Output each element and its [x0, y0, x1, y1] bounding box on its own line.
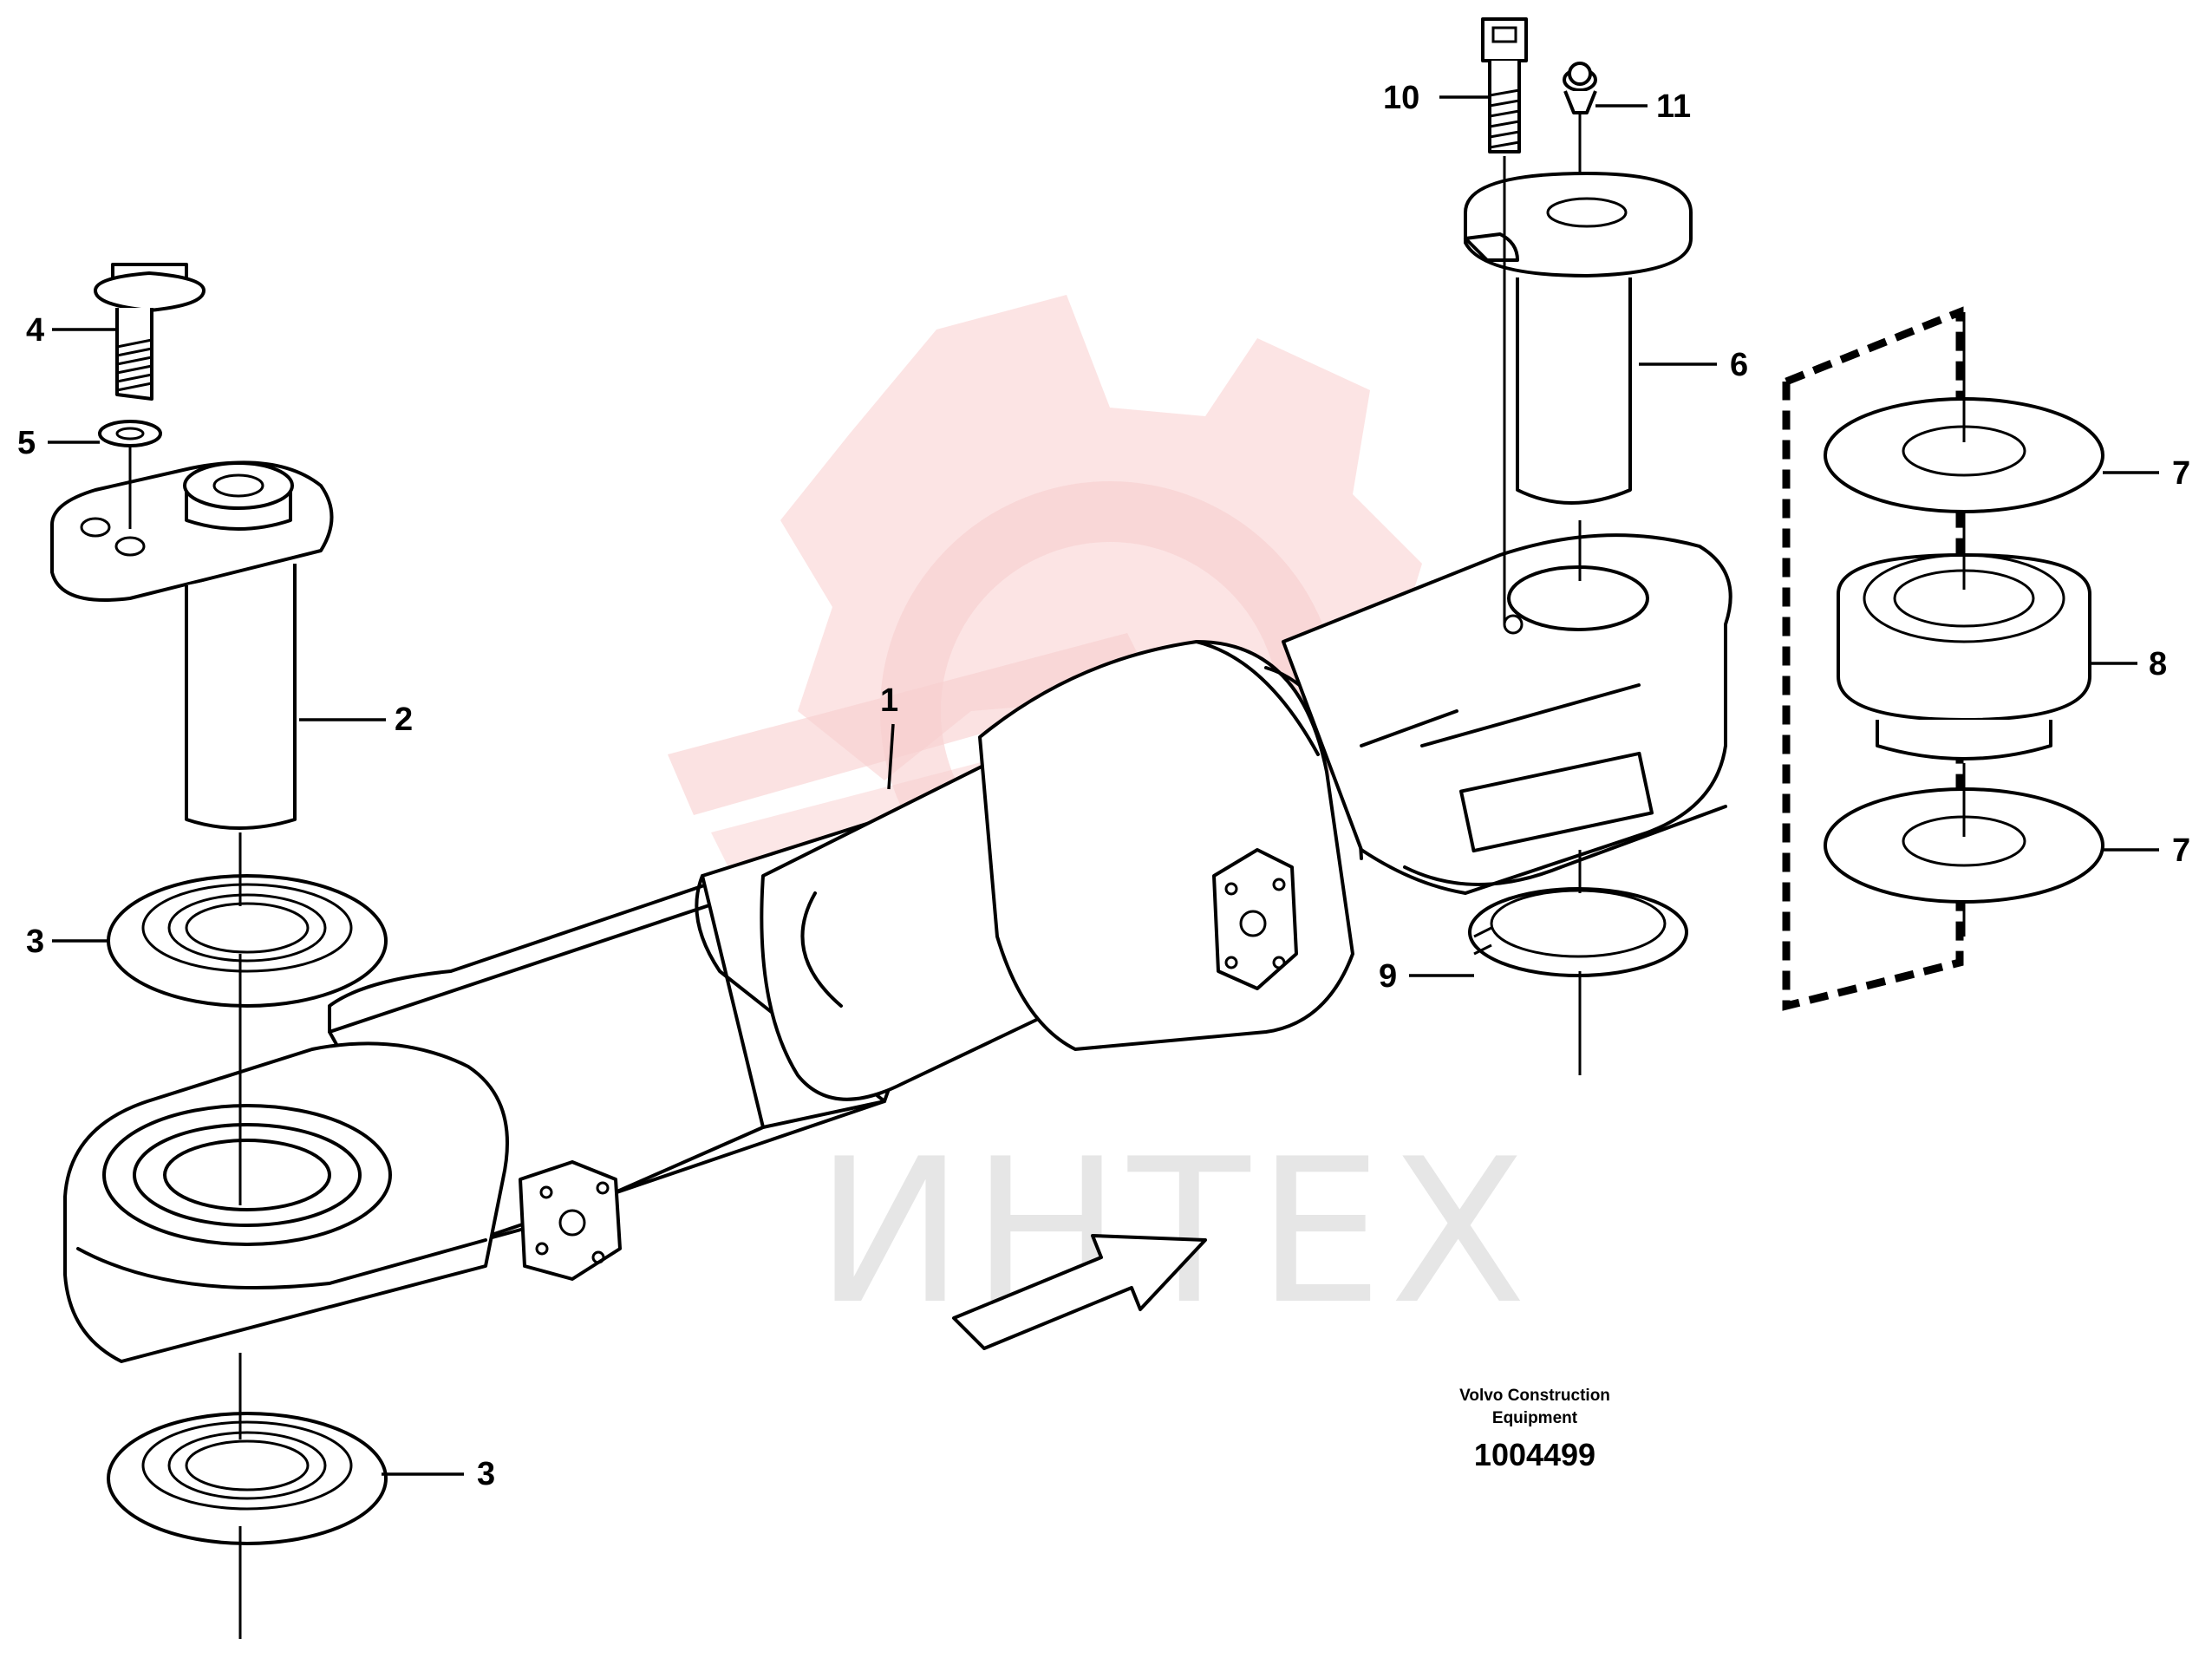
drawing-number: 1004499 [1474, 1437, 1595, 1472]
caption-line-2: Equipment [1492, 1409, 1578, 1427]
drawing-caption: Volvo Construction Equipment 1004499 [1459, 1387, 1610, 1472]
part-2-pin [50, 460, 334, 830]
callout-6: 6 [1730, 347, 1748, 383]
part-6-pin [1464, 172, 1693, 505]
callout-4: 4 [26, 312, 44, 349]
part-9-circlip [1468, 887, 1688, 977]
part-4-flange-bolt [94, 263, 206, 401]
callout-5: 5 [17, 425, 36, 461]
alternative-kit-frame [1782, 306, 1964, 1011]
callout-3-upper: 3 [26, 924, 44, 960]
callout-8: 8 [2149, 646, 2167, 682]
watermark-text: ИНТЕХ [815, 1117, 1533, 1348]
caption-line-1: Volvo Construction [1459, 1387, 1610, 1405]
callout-7-upper: 7 [2172, 455, 2190, 492]
callout-1: 1 [880, 682, 898, 719]
part-11-grease-nipple [1563, 62, 1597, 114]
callout-11: 11 [1656, 88, 1691, 125]
callout-leaders [48, 95, 2159, 1476]
part-10-socket-bolt [1481, 17, 1528, 153]
part-8-spherical-bearing [1837, 553, 2091, 760]
callout-9: 9 [1379, 958, 1397, 995]
callout-2: 2 [395, 702, 413, 738]
hydraulic-cylinder [63, 533, 1732, 1363]
part-3-seal-lower [107, 1412, 388, 1545]
axis-lines [128, 113, 1966, 1639]
part-5-washer [98, 420, 162, 447]
part-3-seal-upper [107, 874, 388, 1008]
callout-10: 10 [1383, 80, 1419, 116]
callout-7-lower: 7 [2172, 832, 2190, 869]
view-direction-arrow [952, 1234, 1207, 1350]
callout-3-lower: 3 [477, 1456, 495, 1492]
callout-labels: 1 2 3 3 4 5 6 7 7 8 9 10 11 [17, 80, 2190, 1492]
